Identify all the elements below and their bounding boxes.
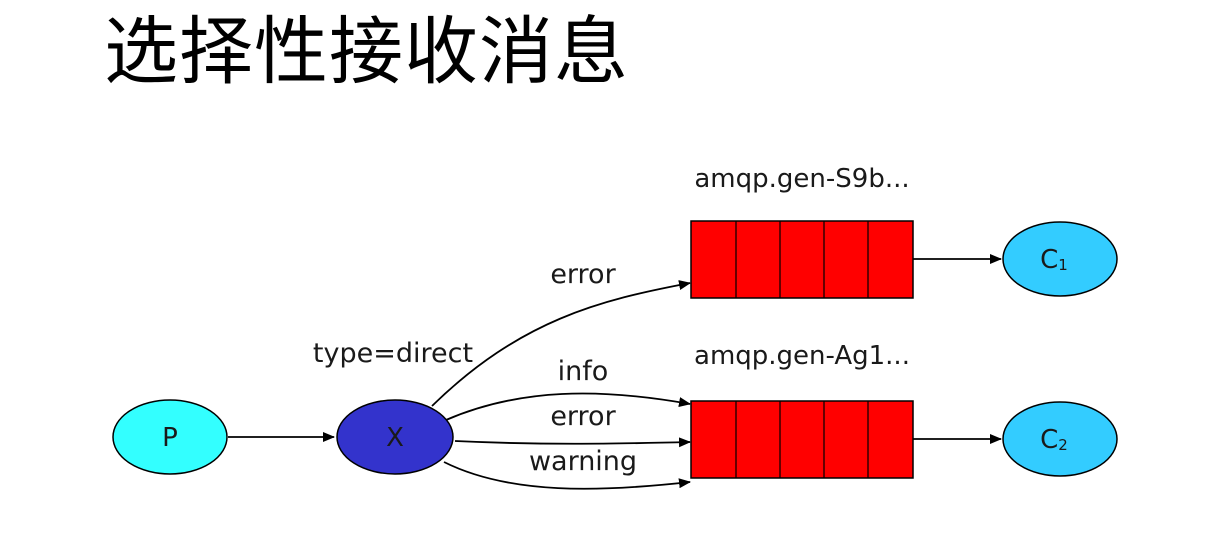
queue-1 (690, 220, 914, 299)
edge-warning-to-queue-2 (443, 461, 691, 490)
binding-label-error-queue-1: error (550, 259, 616, 290)
queue-2 (690, 400, 914, 479)
consumer-2-node: C2 (1002, 401, 1118, 477)
consumer-2-letter: C (1040, 425, 1058, 455)
exchange-node: X (336, 399, 454, 475)
exchange-type-label: type=direct (313, 338, 473, 369)
edge-error-to-queue-2 (454, 437, 691, 448)
binding-label-warning: warning (529, 446, 637, 477)
binding-label-error-queue-2: error (550, 401, 616, 432)
binding-label-info: info (558, 356, 609, 387)
consumer-1-subscript: 1 (1058, 256, 1068, 274)
page-title: 选择性接收消息 (104, 9, 629, 95)
edge-info-to-queue-2 (445, 392, 691, 421)
edge-error-to-queue-1 (431, 280, 691, 407)
queue-1-name: amqp.gen-S9b... (694, 164, 909, 194)
producer-label: P (162, 423, 178, 453)
consumer-1-label: C1 (1040, 245, 1068, 275)
consumer-2-subscript: 2 (1058, 436, 1068, 454)
producer-node: P (112, 399, 228, 475)
consumer-2-label: C2 (1040, 425, 1068, 455)
queue-2-name: amqp.gen-Ag1... (694, 341, 910, 371)
consumer-1-node: C1 (1002, 221, 1118, 297)
exchange-label: X (386, 423, 404, 453)
consumer-1-letter: C (1040, 245, 1058, 275)
